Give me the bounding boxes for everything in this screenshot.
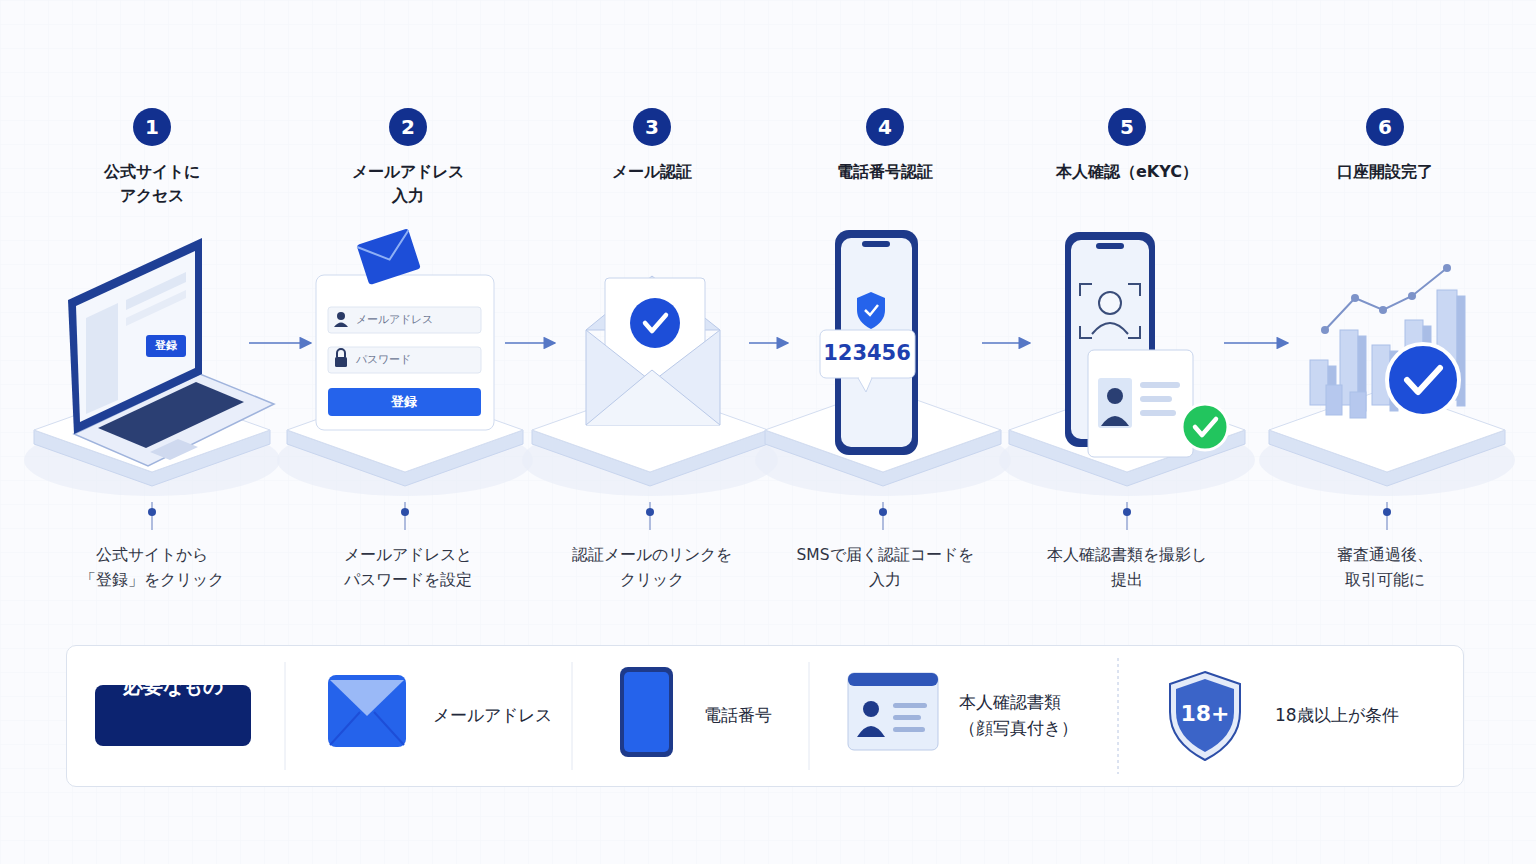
step-number-badge: 3 xyxy=(633,108,671,146)
step-number-badge: 1 xyxy=(133,108,171,146)
text-line: 電話番号 xyxy=(704,702,772,728)
text-line: 取引可能に xyxy=(1288,568,1482,593)
text-line: 6 xyxy=(1366,108,1404,146)
text-line: 公式サイトから xyxy=(55,543,249,568)
step-number: 6 xyxy=(1366,108,1404,146)
text-line: SMSで届く認証コードを xyxy=(788,543,982,568)
requirement-text: 本人確認書類 （顔写真付き） xyxy=(959,689,1078,741)
text-line: 入力 xyxy=(788,568,982,593)
step-number: 4 xyxy=(866,108,904,146)
requirements-heading: 必要なもの xyxy=(95,655,251,716)
step-column: 公式サイトに アクセス公式サイトから 「登録」をクリック1 xyxy=(55,105,249,595)
text-line: 「登録」をクリック xyxy=(55,568,249,593)
input-placeholder: パスワード xyxy=(356,354,411,366)
text-line: クリック xyxy=(555,568,749,593)
step-number: 3 xyxy=(633,108,671,146)
panel-dividers xyxy=(285,658,1118,774)
requirement-text: 電話番号 xyxy=(704,702,772,728)
text-line: メールアドレス xyxy=(433,702,552,728)
step-column: メールアドレス 入力メールアドレスと パスワードを設定2 xyxy=(311,105,505,595)
step-title: 電話番号認証 xyxy=(788,160,982,184)
input-placeholder: メールアドレス xyxy=(356,314,433,326)
step-title: メールアドレス 入力 xyxy=(311,160,505,208)
text-line: 公式サイトに xyxy=(55,160,249,184)
text-line: 認証メールのリンクを xyxy=(555,543,749,568)
text-line: 口座開設完了 xyxy=(1288,160,1482,184)
requirement-text: メールアドレス xyxy=(433,702,552,728)
step-number-badge: 4 xyxy=(866,108,904,146)
text-line: 審査通過後、 xyxy=(1288,543,1482,568)
panel-ground xyxy=(66,645,1464,787)
step-number: 2 xyxy=(389,108,427,146)
requirements-heading-badge: 必要なもの xyxy=(95,685,251,746)
phone-sms-icon xyxy=(820,230,918,455)
age-shield-icon xyxy=(1170,672,1240,760)
laptop-icon xyxy=(68,238,274,466)
flow-arrow xyxy=(505,342,555,344)
step-description: 公式サイトから 「登録」をクリック xyxy=(55,543,249,593)
chart-complete-icon xyxy=(1310,264,1465,418)
text-line: 本人確認書類 xyxy=(959,689,1078,715)
verified-mail-icon xyxy=(586,276,720,425)
id-card-icon xyxy=(848,673,938,750)
ekyc-icon xyxy=(1065,232,1228,457)
step-number-badge: 6 xyxy=(1366,108,1404,146)
text-line: 本人確認書類を撮影し xyxy=(1030,543,1224,568)
text-line: （顔写真付き） xyxy=(959,715,1078,741)
text-line: メールアドレスと xyxy=(311,543,505,568)
step-title: 本人確認（eKYC） xyxy=(1030,160,1224,184)
text-line: 提出 xyxy=(1030,568,1224,593)
mail-icon xyxy=(328,675,406,747)
text-line: 4 xyxy=(866,108,904,146)
step-column: メール認証認証メールのリンクを クリック 3 xyxy=(555,105,749,595)
phone-icon xyxy=(620,667,673,757)
sms-code: 123456 xyxy=(823,342,911,365)
step-column: 口座開設完了審査通過後、 取引可能に6 xyxy=(1288,105,1482,595)
step-number-badge: 5 xyxy=(1108,108,1146,146)
step-number: 1 xyxy=(133,108,171,146)
step-number: 5 xyxy=(1108,108,1146,146)
text-line: パスワードを設定 xyxy=(311,568,505,593)
age-badge-text: 18+ xyxy=(1180,702,1229,726)
step-title: メール認証 xyxy=(555,160,749,184)
signup-form-icon xyxy=(316,228,494,430)
step-column: 電話番号認証 SMSで届く認証コードを 入力 4 xyxy=(788,105,982,595)
text-line: メールアドレス xyxy=(311,160,505,184)
text-line: 3 xyxy=(633,108,671,146)
text-line: 入力 xyxy=(311,184,505,208)
text-line: 電話番号認証 xyxy=(788,160,982,184)
text-line: メール認証 xyxy=(555,160,749,184)
text-line: アクセス xyxy=(55,184,249,208)
requirement-text: 18歳以上が条件 xyxy=(1275,702,1399,728)
step-description: 本人確認書類を撮影し 提出 xyxy=(1030,543,1224,593)
step-column: 本人確認（eKYC） 本人確認書類を撮影し 提出 5 xyxy=(1030,105,1224,595)
requirements-panel: メールアドレス 電話番号 本人確認書類 （顔写真付き） 18歳以上が条件 必要なもの xyxy=(66,645,1464,787)
step-description: 認証メールのリンクを クリック xyxy=(555,543,749,593)
flow-arrow xyxy=(982,342,1030,344)
form-button-label: 登録 xyxy=(391,395,417,409)
flow-arrow xyxy=(749,342,788,344)
text-line: 18歳以上が条件 xyxy=(1275,702,1399,728)
flow-arrow xyxy=(249,342,311,344)
step-description: 審査通過後、 取引可能に xyxy=(1288,543,1482,593)
text-line: 必要なもの xyxy=(123,672,223,698)
step-title: 公式サイトに アクセス xyxy=(55,160,249,208)
step-description: メールアドレスと パスワードを設定 xyxy=(311,543,505,593)
screen-button-label: 登録 xyxy=(155,340,177,352)
text-line: 本人確認（eKYC） xyxy=(1030,160,1224,184)
step-title: 口座開設完了 xyxy=(1288,160,1482,184)
step-description: SMSで届く認証コードを 入力 xyxy=(788,543,982,593)
text-line: 5 xyxy=(1108,108,1146,146)
text-line: 2 xyxy=(389,108,427,146)
step-number-badge: 2 xyxy=(389,108,427,146)
flow-arrow xyxy=(1224,342,1288,344)
text-line: 1 xyxy=(133,108,171,146)
